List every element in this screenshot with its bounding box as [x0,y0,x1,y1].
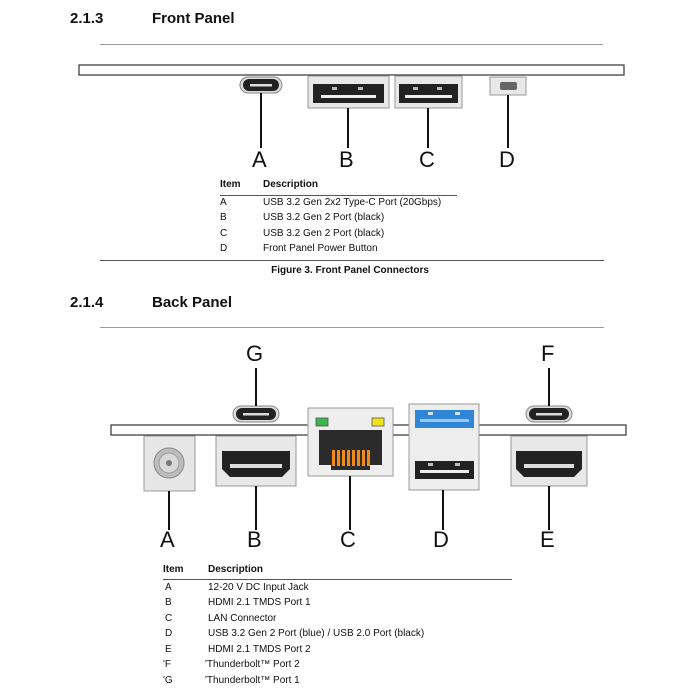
table-cell-description: 'Thunderbolt™ Port 1 [205,675,300,686]
back-section-title: Back Panel [152,294,233,311]
table-cell-description: 'Thunderbolt™ Port 2 [205,659,300,670]
back-hdmi-port-1 [215,435,297,487]
table-cell-item: B [220,212,227,223]
back-thunderbolt-port-2 [525,405,573,423]
table-cell-description: USB 3.2 Gen 2 Port (blue) / USB 2.0 Port… [208,628,425,639]
front-usb-c-port [239,76,283,94]
table-cell-description: USB 3.2 Gen 2x2 Type-C Port (20Gbps) [263,197,442,208]
front-usb-a-port-b [307,75,390,109]
table-cell-description: LAN Connector [208,613,277,624]
back-table-header-description: Description [208,564,264,575]
back-section-number: 2.1.4 [70,294,104,311]
table-cell-item: C [220,228,228,239]
front-panel-bar [78,64,625,76]
back-title-rule [100,327,604,328]
back-callout-c: C [340,527,356,552]
back-table-header-item: Item [163,564,184,575]
table-cell-item: B [165,597,172,608]
back-callout-g: G [246,341,264,366]
table-cell-item: D [220,243,228,254]
table-cell-item: D [165,628,173,639]
front-figure-caption: Figure 3. Front Panel Connectors [271,265,429,276]
back-thunderbolt-port-1 [232,405,280,423]
front-callout-a: A [252,147,267,172]
back-hdmi-port-2 [510,435,588,487]
table-cell-description: Front Panel Power Button [263,243,378,254]
table-cell-item: A [165,582,172,593]
front-usb-a-port-c [394,75,463,109]
table-cell-description: USB 3.2 Gen 2 Port (black) [263,212,385,223]
front-callout-d: D [499,147,515,172]
front-power-button [489,76,527,96]
back-usb-stack [408,403,480,491]
back-callout-b: B [247,527,262,552]
front-figure-rule [100,260,604,261]
front-callout-c: C [419,147,435,172]
table-cell-description: HDMI 2.1 TMDS Port 1 [208,597,311,608]
back-lan-port [307,407,394,477]
back-callout-f: F [541,341,555,366]
back-callout-d: D [433,527,449,552]
table-cell-description: 12-20 V DC Input Jack [208,582,309,593]
table-cell-description: HDMI 2.1 TMDS Port 2 [208,644,311,655]
back-panel-bar [110,424,627,436]
table-cell-item: A [220,197,227,208]
table-cell-item: C [165,613,173,624]
table-cell-description: USB 3.2 Gen 2 Port (black) [263,228,385,239]
back-dc-jack [143,435,196,492]
front-table-header-item: Item [220,179,241,190]
front-section-title: Front Panel [152,10,235,27]
table-cell-item: 'G [163,675,173,686]
front-title-rule [100,44,603,45]
back-callout-a: A [160,527,175,552]
front-section-number: 2.1.3 [70,10,104,27]
front-callout-b: B [339,147,354,172]
front-table-header-rule [220,195,457,196]
back-callout-e: E [540,527,555,552]
front-table-header-description: Description [263,179,319,190]
table-cell-item: E [165,644,172,655]
table-cell-item: 'F [163,659,172,670]
back-table-header-rule [163,579,512,580]
